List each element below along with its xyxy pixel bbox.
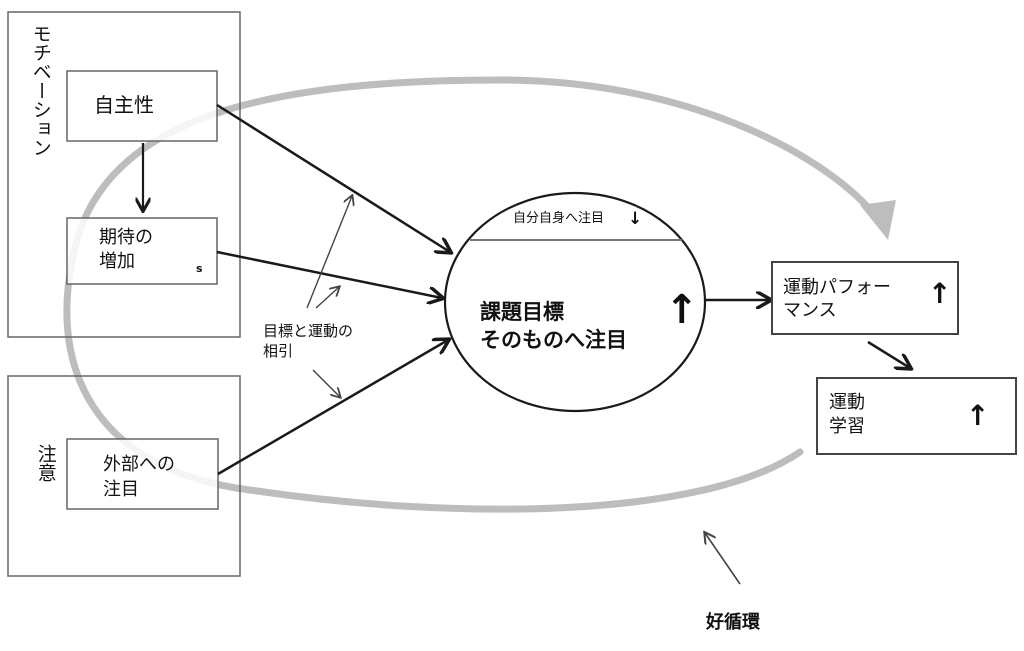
cycle-arrowhead	[860, 200, 896, 240]
self-focus-down-icon: ↓	[628, 209, 643, 229]
self-focus-label: 自分自身へ注目	[513, 211, 605, 226]
arrow-autonomy-to-center	[216, 103, 450, 252]
annotation-arrow-up	[306, 196, 352, 309]
cycle-pointer-arrow	[705, 533, 741, 585]
arrow-expectation-to-center	[216, 250, 442, 298]
attention-group-title: 注意	[34, 444, 57, 482]
motivation-group-box	[7, 11, 241, 338]
task-goal-up-icon: ↑	[665, 287, 699, 333]
performance-box	[771, 261, 959, 335]
annotation-arrow-down	[312, 369, 340, 397]
learning-up-icon: ↑	[966, 399, 990, 432]
stray-mark: s	[196, 262, 203, 275]
attention-group-box	[7, 375, 241, 577]
learning-box	[816, 377, 1017, 455]
expectation-box	[66, 217, 218, 285]
external-focus-box	[66, 438, 219, 510]
motivation-group-title: モチベーション	[29, 24, 52, 157]
autonomy-label: 自主性	[94, 93, 154, 117]
expectation-label: 期待の 増加	[99, 227, 153, 273]
autonomy-box	[66, 70, 218, 142]
center-ellipse	[443, 191, 707, 413]
task-goal-focus-label: 課題目標 そのものへ注目	[480, 300, 627, 353]
annotation-arrow-mid	[315, 287, 339, 309]
arrow-external-to-center	[217, 340, 448, 476]
learning-label: 運動 学習	[829, 392, 865, 438]
arrow-performance-to-learning	[867, 340, 910, 368]
annotation-label: 目標と運動の 相引	[263, 322, 354, 360]
performance-label: 運動パフォー マンス	[783, 277, 891, 322]
cycle-label: 好循環	[706, 612, 760, 633]
performance-up-icon: ↑	[928, 277, 952, 310]
external-focus-label: 外部への 注目	[103, 454, 175, 501]
